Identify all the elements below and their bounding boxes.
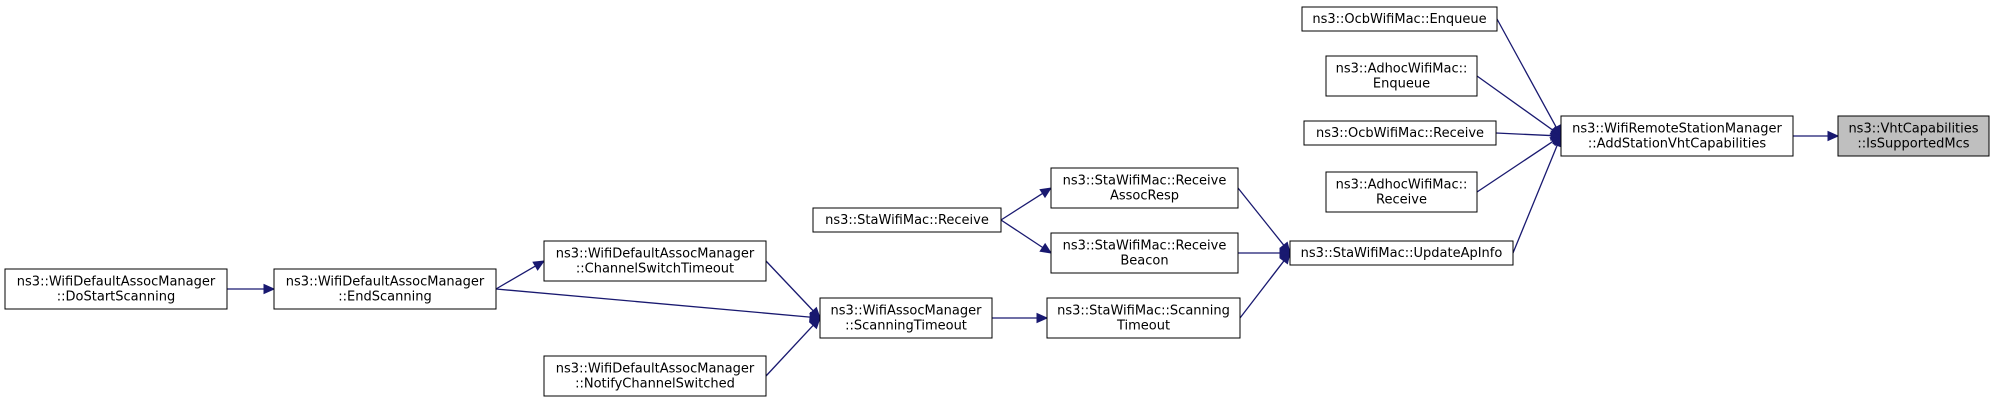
- node-adhoc-enq[interactable]: ns3::AdhocWifiMac::Enqueue: [1325, 55, 1478, 97]
- node-end-scan[interactable]: ns3::WifiDefaultAssocManager::EndScannin…: [273, 268, 497, 310]
- node-vht[interactable]: ns3::VhtCapabilities::IsSupportedMcs: [1837, 115, 1990, 157]
- edge-arrowhead: [1039, 242, 1053, 254]
- node-ocb-recv[interactable]: ns3::OcbWifiMac::Receive: [1303, 120, 1497, 146]
- edge-arrowhead: [1279, 252, 1291, 265]
- node-label-line: ::EndScanning: [338, 290, 431, 305]
- edge-line: [1239, 260, 1285, 319]
- node-scan-timeout-sta[interactable]: ns3::StaWifiMac::ScanningTimeout: [1046, 297, 1241, 339]
- node-box: [812, 207, 1002, 233]
- node-box: [1560, 115, 1794, 157]
- node-label-line: ::ChannelSwitchTimeout: [576, 262, 734, 277]
- node-label-line: ns3::VhtCapabilities: [1848, 122, 1978, 137]
- edge-arrowhead: [263, 283, 276, 295]
- node-sta-recv[interactable]: ns3::StaWifiMac::Receive: [812, 207, 1002, 233]
- edge-sta_recv-to-recv_assoc: [1000, 187, 1053, 221]
- node-label-line: ns3::AdhocWifiMac::: [1336, 62, 1468, 77]
- node-label-line: ns3::OcbWifiMac::Receive: [1316, 126, 1484, 141]
- node-label-line: ns3::WifiDefaultAssocManager: [17, 275, 216, 290]
- edges-layer: [227, 18, 1840, 377]
- node-label-line: ns3::StaWifiMac::UpdateApInfo: [1301, 246, 1503, 261]
- edge-end_scan-to-assoc_scan_timeout: [495, 288, 822, 323]
- edge-line: [495, 265, 536, 290]
- node-box: [1837, 115, 1990, 157]
- edge-line: [1476, 141, 1554, 193]
- node-label-line: AssocResp: [1110, 189, 1179, 204]
- edge-sta_recv-to-recv_beacon: [1000, 219, 1053, 254]
- node-box: [1289, 240, 1514, 266]
- node-label-line: ns3::WifiDefaultAssocManager: [556, 362, 755, 377]
- node-addvht[interactable]: ns3::WifiRemoteStationManager::AddStatio…: [1560, 115, 1794, 157]
- node-adhoc-recv[interactable]: ns3::AdhocWifiMac::Receive: [1325, 171, 1478, 213]
- node-box: [543, 355, 767, 397]
- edge-end_scan-to-chan_switch_timeout: [495, 260, 546, 290]
- node-box: [1303, 120, 1497, 146]
- edge-recv_beacon-to-update_ap: [1238, 247, 1292, 259]
- node-label-line: ns3::StaWifiMac::Receive: [825, 213, 989, 228]
- edge-ocb_enq-to-addvht: [1496, 18, 1562, 138]
- node-label-line: ns3::OcbWifiMac::Enqueue: [1312, 12, 1486, 27]
- edge-arrowhead: [1039, 187, 1053, 199]
- edge-line: [765, 324, 814, 377]
- node-label-line: Receive: [1376, 193, 1427, 208]
- node-assoc-scan-timeout[interactable]: ns3::WifiAssocManager::ScanningTimeout: [819, 297, 993, 339]
- node-box: [1325, 171, 1478, 213]
- edge-line: [1000, 219, 1044, 249]
- node-label-line: ns3::AdhocWifiMac::: [1336, 178, 1468, 193]
- edge-arrowhead: [532, 260, 546, 271]
- node-label-line: ::AddStationVhtCapabilities: [1588, 137, 1766, 152]
- node-label-line: Timeout: [1116, 319, 1170, 334]
- node-label-line: Enqueue: [1373, 77, 1430, 92]
- node-label-line: ::IsSupportedMcs: [1857, 137, 1969, 152]
- edge-line: [1495, 132, 1552, 137]
- node-chan-switch-timeout[interactable]: ns3::WifiDefaultAssocManager::ChannelSwi…: [543, 240, 767, 282]
- node-label-line: ns3::StaWifiMac::Receive: [1063, 239, 1227, 254]
- edge-notify_chan-to-assoc_scan_timeout: [765, 317, 821, 377]
- edge-arrowhead: [1827, 130, 1840, 142]
- node-box: [1046, 297, 1241, 339]
- node-box: [1050, 232, 1239, 274]
- edge-chan_switch_timeout-to-assoc_scan_timeout: [765, 260, 821, 319]
- node-label-line: Beacon: [1120, 254, 1168, 269]
- node-label-line: ::ScanningTimeout: [845, 319, 967, 334]
- node-box: [543, 240, 767, 282]
- node-box: [1325, 55, 1478, 97]
- edge-line: [1237, 187, 1285, 246]
- edge-addvht-to-vht: [1793, 130, 1840, 142]
- node-label-line: ns3::WifiDefaultAssocManager: [556, 247, 755, 262]
- edge-arrowhead: [1036, 312, 1049, 324]
- edge-line: [1476, 75, 1554, 131]
- edge-line: [1000, 192, 1043, 221]
- node-notify-chan[interactable]: ns3::WifiDefaultAssocManager::NotifyChan…: [543, 355, 767, 397]
- edge-line: [1512, 145, 1558, 254]
- node-label-line: ::DoStartScanning: [57, 290, 175, 305]
- edge-do_start_scan-to-end_scan: [227, 283, 276, 295]
- node-label-line: ns3::StaWifiMac::Scanning: [1057, 304, 1230, 319]
- edge-recv_assoc-to-update_ap: [1237, 187, 1291, 254]
- node-label-line: ::NotifyChannelSwitched: [575, 377, 735, 392]
- node-box: [1301, 6, 1498, 32]
- edge-line: [1496, 18, 1557, 128]
- node-do-start-scan[interactable]: ns3::WifiDefaultAssocManager::DoStartSca…: [4, 268, 228, 310]
- node-box: [1050, 167, 1239, 209]
- edge-line: [495, 288, 811, 318]
- node-ocb-enq[interactable]: ns3::OcbWifiMac::Enqueue: [1301, 6, 1498, 32]
- edge-assoc_scan_timeout-to-scan_timeout_sta: [992, 312, 1049, 324]
- edge-line: [765, 260, 814, 312]
- node-label-line: ns3::StaWifiMac::Receive: [1063, 174, 1227, 189]
- node-box: [4, 268, 228, 310]
- node-label-line: ns3::WifiRemoteStationManager: [1572, 122, 1782, 137]
- node-label-line: ns3::WifiAssocManager: [831, 304, 983, 319]
- edge-update_ap-to-addvht: [1512, 134, 1562, 254]
- node-label-line: ns3::WifiDefaultAssocManager: [286, 275, 485, 290]
- edge-scan_timeout_sta-to-update_ap: [1239, 252, 1291, 319]
- nodes-layer: ns3::VhtCapabilities::IsSupportedMcsns3:…: [4, 6, 1990, 397]
- edge-arrowhead: [808, 317, 821, 330]
- node-update-ap[interactable]: ns3::StaWifiMac::UpdateApInfo: [1289, 240, 1514, 266]
- node-box: [819, 297, 993, 339]
- node-box: [273, 268, 497, 310]
